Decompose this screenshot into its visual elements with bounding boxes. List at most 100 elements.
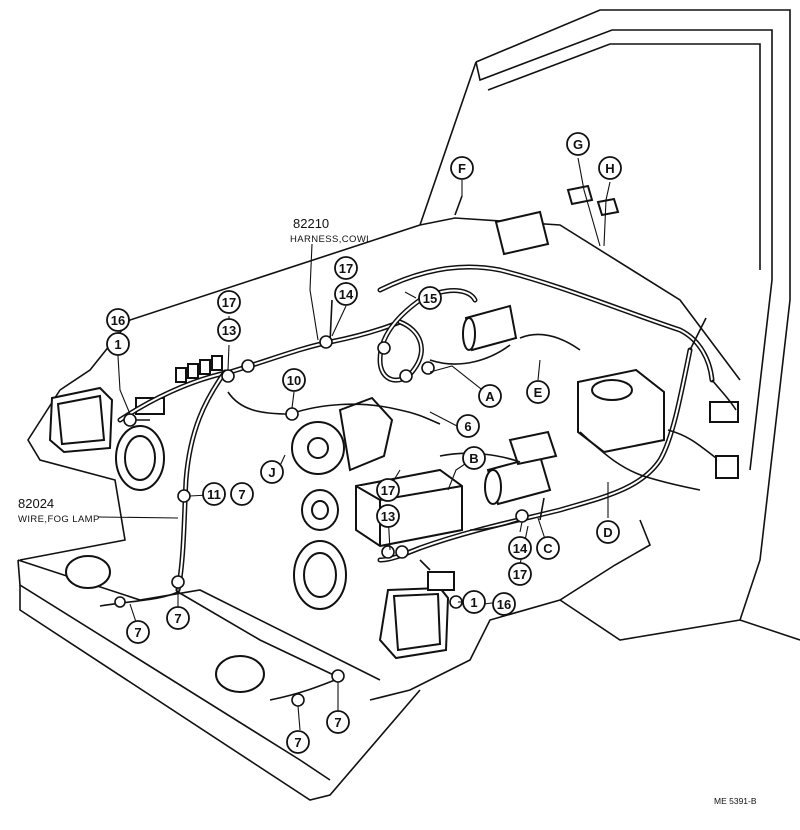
callout-7e: 7	[326, 710, 350, 734]
callout-J: J	[260, 460, 284, 484]
bumper-top	[17, 559, 331, 781]
battery	[355, 468, 463, 548]
brake-booster	[577, 368, 665, 454]
callout-1a: 1	[106, 332, 130, 356]
callout-label: 7	[238, 487, 245, 502]
callout-ring	[106, 308, 130, 332]
callout-17b: 17	[334, 256, 358, 280]
callout-ring	[492, 592, 516, 616]
callout-label: 17	[381, 483, 395, 498]
callout-label: 1	[114, 337, 121, 352]
callout-ring	[282, 368, 306, 392]
callout-ring	[596, 520, 620, 544]
alternator	[291, 396, 394, 475]
right-fender-lower	[559, 599, 741, 641]
callout-ring	[260, 460, 284, 484]
callout-16a: 16	[106, 308, 130, 332]
callout-17a: 17	[217, 290, 241, 314]
callout-ring	[217, 290, 241, 314]
callout-labels: ABCDEFGHJ1167777710111313141415161617171…	[106, 132, 622, 754]
callout-ring	[217, 318, 241, 342]
callout-label: D	[603, 525, 612, 540]
callout-7a: 7	[230, 482, 254, 506]
callout-label: B	[469, 451, 478, 466]
callout-label: 17	[513, 567, 527, 582]
callout-13a: 13	[217, 318, 241, 342]
callout-ring	[106, 332, 130, 356]
horn	[301, 489, 339, 531]
callout-ring	[508, 536, 532, 560]
callout-F: F	[450, 156, 474, 180]
part-number-labels: 82210 HARNESS,COWL 82024 WIRE,FOG LAMP M…	[18, 216, 757, 806]
callout-label: 13	[381, 509, 395, 524]
callout-label: F	[458, 161, 466, 176]
windshield-inner	[487, 43, 761, 270]
callout-label: 7	[334, 715, 341, 730]
callout-label: H	[605, 161, 614, 176]
callout-ring	[456, 414, 480, 438]
callout-label: 10	[287, 373, 301, 388]
cowl-line	[419, 217, 741, 381]
callout-ring	[478, 384, 502, 408]
callout-6: 6	[456, 414, 480, 438]
callout-ring	[598, 156, 622, 180]
hood-left-edge	[59, 224, 421, 391]
callout-ring	[566, 132, 590, 156]
callout-label: 7	[294, 735, 301, 750]
left-headlamp	[48, 386, 114, 454]
callout-ring	[418, 286, 442, 310]
wiper-motor	[462, 304, 518, 352]
wire-fog-lamp-name: WIRE,FOG LAMP	[18, 514, 100, 525]
callout-label: 14	[339, 287, 354, 302]
callout-C: C	[536, 536, 560, 560]
callout-label: 16	[111, 313, 125, 328]
callout-label: G	[573, 137, 583, 152]
callout-ring	[526, 380, 550, 404]
left-lamp-connector	[135, 397, 165, 415]
callout-ring	[462, 446, 486, 470]
wire-fog-lamp-number: 82024	[18, 496, 54, 511]
callout-ring	[326, 710, 350, 734]
callout-ring	[166, 606, 190, 630]
right-fog-lamp	[215, 655, 265, 693]
callout-label: 16	[497, 597, 511, 612]
harness-cowl-number: 82210	[293, 216, 329, 231]
callout-label: J	[268, 465, 275, 480]
callout-17d: 17	[508, 562, 532, 586]
callout-label: 6	[464, 419, 471, 434]
callout-ring	[536, 536, 560, 560]
callout-label: E	[534, 385, 543, 400]
left-fog-lamp	[65, 555, 111, 589]
right-side-connector	[709, 401, 739, 423]
callout-7c: 7	[166, 606, 190, 630]
callout-label: 7	[174, 611, 181, 626]
callout-ring	[508, 562, 532, 586]
thin-wires	[99, 195, 737, 701]
fuse-cluster	[175, 355, 223, 383]
callout-label: 14	[513, 541, 528, 556]
callout-label: 15	[423, 291, 437, 306]
harnesses	[117, 264, 715, 593]
components	[48, 184, 739, 693]
starter-motor	[484, 430, 558, 506]
callout-label: 7	[134, 625, 141, 640]
callout-label: 17	[339, 261, 353, 276]
callout-10: 10	[282, 368, 306, 392]
figure-code: ME 5391-B	[714, 796, 757, 806]
callout-H: H	[598, 156, 622, 180]
callout-1b: 1	[462, 590, 486, 614]
callout-B: B	[462, 446, 486, 470]
callout-ring	[126, 620, 150, 644]
right-headlamp	[378, 586, 450, 660]
right-lamp-connector	[427, 571, 455, 591]
callout-label: C	[543, 541, 553, 556]
harness-cowl-name: HARNESS,COWL	[290, 234, 372, 245]
callout-11: 11	[202, 482, 226, 506]
callout-ring	[334, 256, 358, 280]
right-fender	[369, 519, 652, 701]
callout-ring	[334, 282, 358, 306]
callout-G: G	[566, 132, 590, 156]
callout-ring	[462, 590, 486, 614]
callout-7b: 7	[126, 620, 150, 644]
